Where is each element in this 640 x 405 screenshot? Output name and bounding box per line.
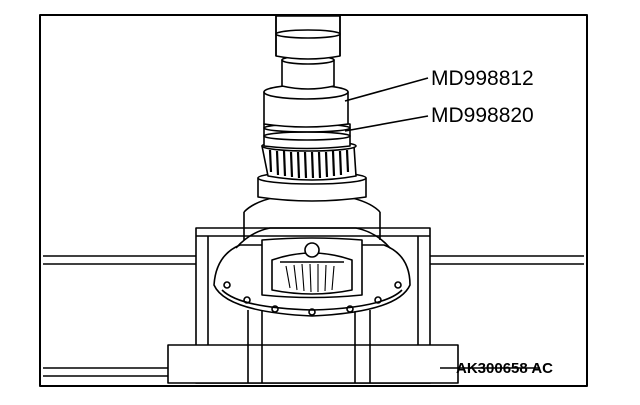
callout-md998820: MD998820 (431, 104, 534, 127)
leader-line-md998820 (344, 115, 429, 132)
figure-id-label: AK300658 AC (456, 360, 553, 377)
leader-line-md998812 (344, 77, 429, 102)
callout-md998812: MD998812 (431, 67, 534, 90)
press-ram (275, 15, 341, 90)
differential-case (213, 192, 411, 317)
tool-md998812-body (263, 84, 349, 128)
tool-md998820-collar (263, 123, 351, 150)
